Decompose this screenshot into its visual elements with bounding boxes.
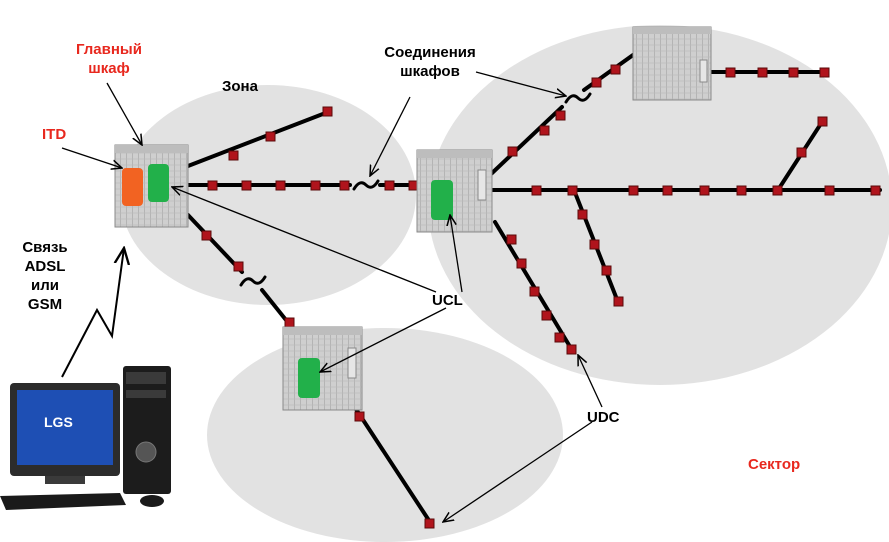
pc-tower <box>123 366 171 494</box>
udc-node <box>339 180 350 191</box>
udc-node <box>241 180 252 191</box>
main-cabinet <box>114 144 189 228</box>
connection-breaks <box>239 92 592 287</box>
udc-node <box>541 310 552 321</box>
udc-node <box>610 64 621 75</box>
center-cabinet <box>416 149 493 233</box>
top-right-cabinet <box>632 26 712 101</box>
udc-node <box>613 296 624 307</box>
udc-node <box>201 230 212 241</box>
keyboard <box>0 493 126 510</box>
udc-node <box>819 67 830 78</box>
connections-label-line2: шкафов <box>400 63 460 80</box>
udc-node <box>228 150 239 161</box>
ucl-module <box>431 180 453 220</box>
udc-node <box>577 209 588 220</box>
udc-node <box>601 265 612 276</box>
udc-node <box>591 77 602 88</box>
udc-node <box>529 286 540 297</box>
comm-label-line4: GSM <box>27 296 63 313</box>
lower-cabinet <box>282 326 363 411</box>
itd-module <box>122 168 143 206</box>
udc-node <box>284 317 295 328</box>
udc-node <box>322 106 333 117</box>
comm-label-line2: ADSL <box>24 258 66 275</box>
udc-node <box>233 261 244 272</box>
zone-lower <box>207 328 563 542</box>
break-tilde-3 <box>564 92 592 104</box>
main-cabinet-label-line1: Главный <box>76 41 142 58</box>
udc-node <box>870 185 881 196</box>
udc-node <box>817 116 828 127</box>
monitor-screen <box>17 390 113 465</box>
udc-node <box>506 234 517 245</box>
udc-node <box>310 180 321 191</box>
zone-main <box>120 85 416 305</box>
udc-node <box>354 411 365 422</box>
udc-node <box>539 125 550 136</box>
comm-link <box>61 248 124 378</box>
comm-label-line1: Связь <box>22 239 68 256</box>
main-cabinet-label-line2: шкаф <box>88 60 130 77</box>
comm-label-line3: или <box>31 277 59 294</box>
udc-node <box>384 180 395 191</box>
itd-label: ITD <box>42 126 67 143</box>
zone-label: Зона <box>222 78 258 95</box>
udc-node <box>554 332 565 343</box>
udc-node <box>628 185 639 196</box>
udc-node <box>516 258 527 269</box>
udc-node <box>567 185 578 196</box>
udc-node <box>788 67 799 78</box>
udc-node <box>531 185 542 196</box>
connections-label: Соединения шкафов <box>367 43 493 81</box>
udc-node <box>555 110 566 121</box>
lgs-screen-label: LGS <box>44 414 73 430</box>
udc-node <box>662 185 673 196</box>
udc-node <box>265 131 276 142</box>
udc-node <box>824 185 835 196</box>
break-tilde-2 <box>239 275 267 287</box>
ucl-module <box>148 164 169 202</box>
sector-ellipse <box>428 25 889 385</box>
udc-node <box>566 344 577 355</box>
udc-node <box>207 180 218 191</box>
udc-label: UDC <box>587 409 620 426</box>
ucl-label: UCL <box>432 292 463 309</box>
lgs-computer <box>0 366 171 510</box>
udc-nodes <box>201 64 881 529</box>
udc-node <box>699 185 710 196</box>
main-cabinet-label: Главный шкаф <box>60 40 158 78</box>
udc-node <box>589 239 600 250</box>
break-tilde-1 <box>352 179 380 191</box>
mouse <box>140 495 164 507</box>
udc-node <box>725 67 736 78</box>
ucl-module <box>298 358 320 398</box>
udc-node <box>736 185 747 196</box>
udc-node <box>424 518 435 529</box>
udc-node <box>772 185 783 196</box>
udc-node <box>757 67 768 78</box>
sector-label: Сектор <box>748 456 801 473</box>
udc-node <box>507 146 518 157</box>
pointer-arrows <box>61 71 603 522</box>
comm-label: Связь ADSL или GSM <box>14 238 76 314</box>
udc-node <box>275 180 286 191</box>
connections-label-line1: Соединения <box>384 44 476 61</box>
udc-node <box>796 147 807 158</box>
